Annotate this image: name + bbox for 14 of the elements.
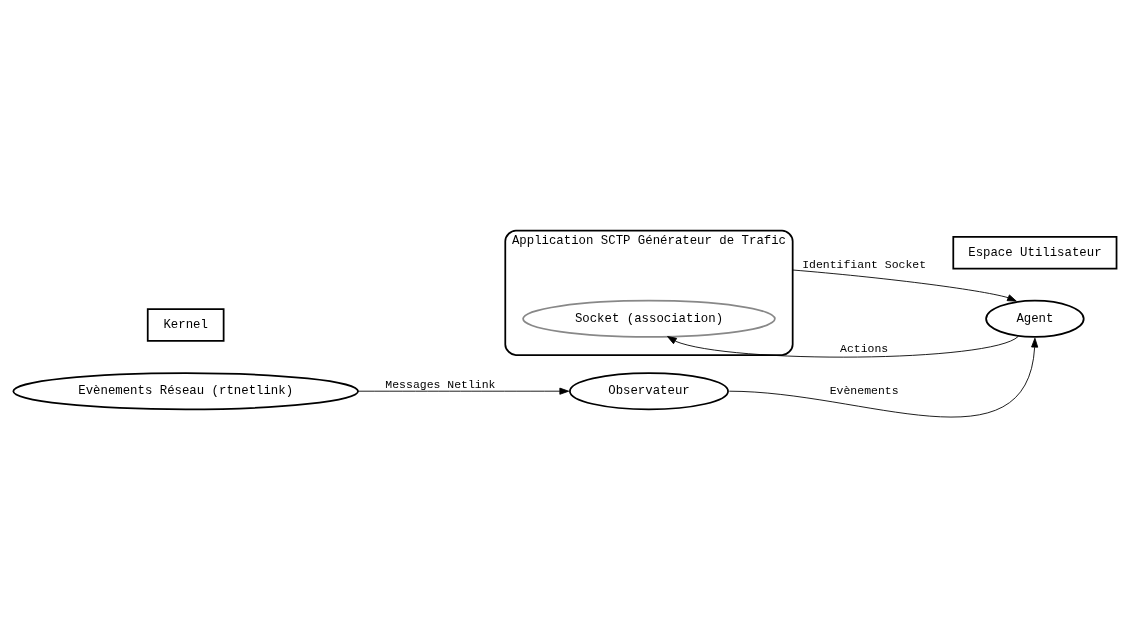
edge-label: Identifiant Socket <box>802 257 927 271</box>
arrow <box>728 337 1039 417</box>
node-box: Kernel <box>146 307 225 342</box>
arrow <box>357 387 570 395</box>
edge-label: Actions <box>840 341 889 355</box>
edge-label: Messages Netlink <box>385 377 496 391</box>
node-ellipse: Observateur <box>569 371 729 410</box>
arrow <box>792 269 1017 302</box>
node-box: Espace Utilisateur <box>952 235 1118 269</box>
node-ellipse: Socket (association) <box>522 299 776 338</box>
node-ellipse: Evènements Réseau (rtnetlink) <box>12 371 359 410</box>
edge-label: Evènements <box>829 383 899 397</box>
node-ellipse: Agent <box>985 299 1085 338</box>
arrow <box>667 335 1019 357</box>
